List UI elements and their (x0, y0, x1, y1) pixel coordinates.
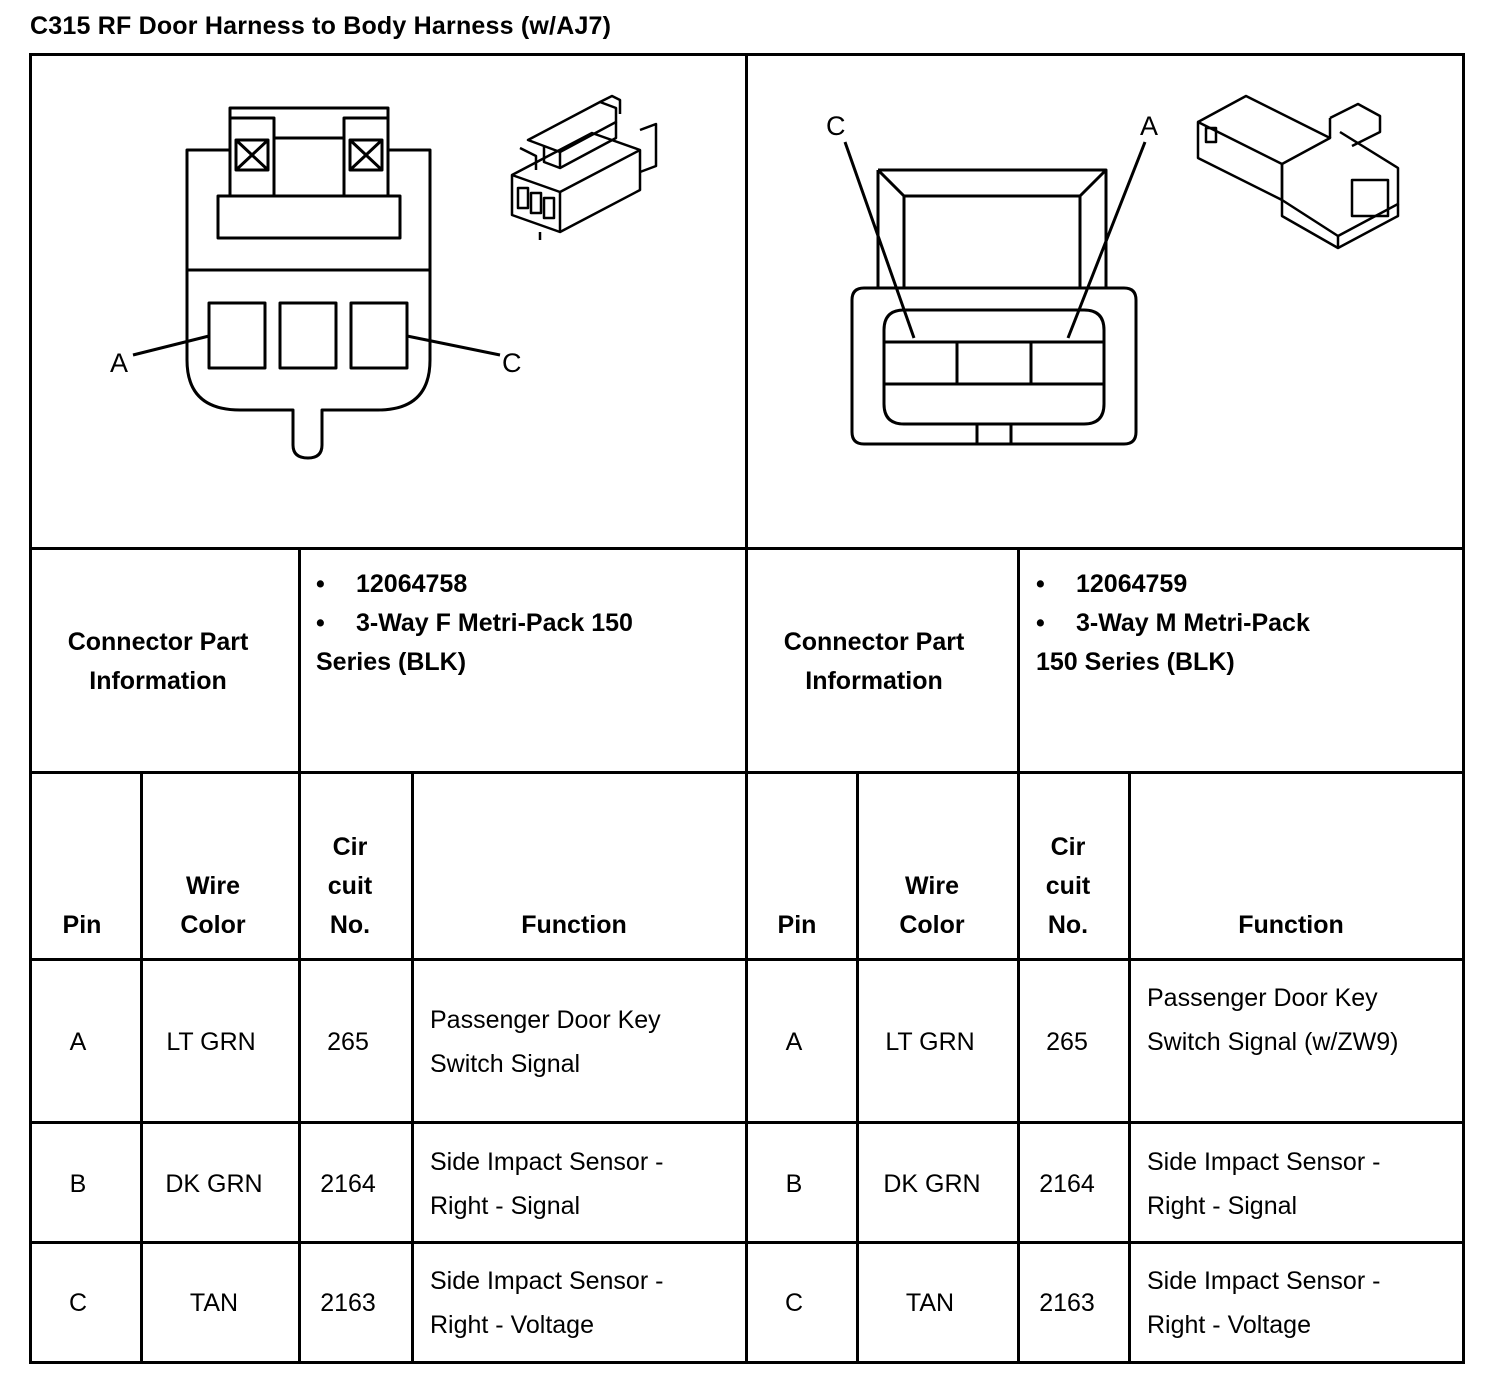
left-row-b-circuit: 2164 (320, 1170, 376, 1198)
row-a-divider (29, 1121, 1465, 1124)
right-part-info: •12064759 •3-Way M Metri-Pack 150 Series… (1036, 565, 1456, 682)
left-info-divider (298, 547, 301, 773)
right-part-number: 12064759 (1076, 570, 1188, 598)
left-row-b-pin: B (69, 1170, 87, 1198)
left-info-label: Connector Part Information (67, 628, 249, 695)
left-col-divider-1 (140, 771, 143, 1364)
left-row-a-function: Passenger Door Key Switch Signal (430, 1006, 661, 1078)
right-header-wire-color: Wire Color (899, 872, 965, 939)
right-col-divider-2 (1017, 771, 1020, 1364)
pin-a-label-right: A (1140, 111, 1158, 141)
right-info-divider (1017, 547, 1020, 773)
row-b-divider (29, 1241, 1465, 1244)
info-row-divider (29, 771, 1465, 774)
left-row-a-wire-color: LT GRN (166, 1028, 256, 1056)
right-row-b-function: Side Impact Sensor - Right - Signal (1147, 1148, 1381, 1220)
left-header-wire-color: Wire Color (180, 872, 246, 939)
right-row-a-pin: A (785, 1028, 803, 1056)
right-description-item: •3-Way M Metri-Pack (1036, 609, 1310, 637)
right-row-c-wire-color: TAN (905, 1289, 955, 1317)
left-header-function: Function (521, 911, 627, 939)
left-row-c-wire-color: TAN (189, 1289, 239, 1317)
right-row-a-circuit: 265 (1046, 1028, 1088, 1056)
left-part-number: 12064758 (356, 570, 468, 598)
left-row-c-function: Side Impact Sensor - Right - Voltage (430, 1267, 664, 1339)
right-col-divider-3 (1128, 771, 1131, 1364)
male-connector-face-drawing (843, 141, 1147, 446)
right-row-b-circuit: 2164 (1039, 1170, 1095, 1198)
pin-a-label-left: A (110, 348, 128, 378)
right-description-line2: 150 Series (BLK) (1036, 648, 1235, 676)
right-description-line1: 3-Way M Metri-Pack (1076, 609, 1310, 637)
pin-c-label-left: C (502, 348, 522, 378)
left-col-divider-2 (298, 771, 301, 1364)
pin-c-label-right: C (826, 111, 846, 141)
female-connector-iso-drawing (510, 94, 658, 240)
right-row-b-wire-color: DK GRN (883, 1170, 981, 1198)
left-row-c-circuit: 2163 (320, 1289, 376, 1317)
right-header-function: Function (1238, 911, 1344, 939)
left-part-number-item: •12064758 (316, 570, 468, 598)
left-row-a-pin: A (69, 1028, 87, 1056)
right-col-divider-1 (856, 771, 859, 1364)
left-row-b-wire-color: DK GRN (165, 1170, 263, 1198)
left-description-line2: Series (BLK) (316, 648, 467, 676)
diagram-row-divider (29, 547, 1465, 550)
left-header-circuit-no: Cir cuit No. (327, 833, 373, 939)
left-description-line1: 3-Way F Metri-Pack 150 (356, 609, 633, 637)
left-part-info: •12064758 •3-Way F Metri-Pack 150 Series… (316, 565, 736, 682)
female-connector-face-drawing (132, 106, 501, 460)
left-col-divider-3 (411, 771, 414, 1364)
left-row-c-pin: C (68, 1289, 88, 1317)
right-row-c-circuit: 2163 (1039, 1289, 1095, 1317)
right-info-label: Connector Part Information (783, 628, 965, 695)
right-part-number-item: •12064759 (1036, 570, 1188, 598)
right-header-pin: Pin (777, 911, 817, 939)
right-row-c-pin: C (784, 1289, 804, 1317)
male-connector-iso-drawing (1196, 94, 1400, 250)
header-row-divider (29, 958, 1465, 961)
center-divider (745, 53, 748, 1364)
right-row-b-pin: B (785, 1170, 803, 1198)
right-row-a-wire-color: LT GRN (885, 1028, 975, 1056)
left-description-item: •3-Way F Metri-Pack 150 (316, 609, 633, 637)
right-header-circuit-no: Cir cuit No. (1045, 833, 1091, 939)
page-title: C315 RF Door Harness to Body Harness (w/… (30, 12, 612, 40)
right-row-c-function: Side Impact Sensor - Right - Voltage (1147, 1267, 1381, 1339)
connector-diagrams: A C C A (110, 94, 1400, 460)
left-header-pin: Pin (62, 911, 102, 939)
left-row-b-function: Side Impact Sensor - Right - Signal (430, 1148, 664, 1220)
right-row-a-function: Passenger Door Key Switch Signal (w/ZW9) (1147, 984, 1399, 1056)
left-row-a-circuit: 265 (327, 1028, 369, 1056)
